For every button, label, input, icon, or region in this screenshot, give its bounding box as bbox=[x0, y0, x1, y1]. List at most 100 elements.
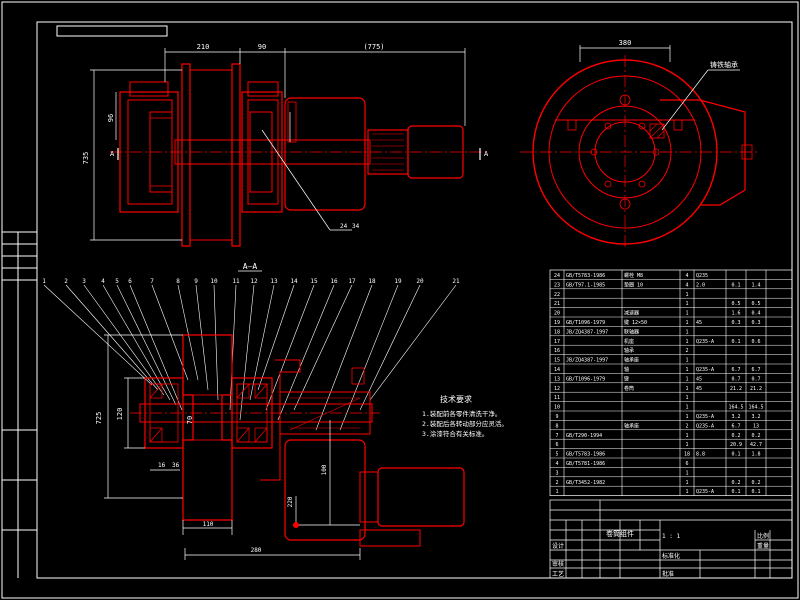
dim-sec-horiz-4: 280 bbox=[251, 547, 262, 554]
bom-cell-material: 45 bbox=[696, 376, 702, 382]
bom-cell-w1: 164.5 bbox=[728, 405, 743, 411]
bom-cell-code: GB/T5783-1986 bbox=[566, 273, 605, 279]
bom-cell-w1: 21.2 bbox=[730, 386, 742, 392]
dim-sec-vert-1: 725 bbox=[95, 412, 103, 425]
side-view-note: 铸铁轴承 bbox=[710, 60, 738, 69]
bom-cell-no: 5 bbox=[555, 452, 558, 458]
bom-cell-w2: 42.7 bbox=[750, 442, 762, 448]
balloon-6: 6 bbox=[128, 278, 132, 285]
bom-cell-qty: 1 bbox=[685, 470, 688, 476]
tb-label-weight: 重量 bbox=[757, 542, 769, 550]
bom-cell-w2: 6.7 bbox=[751, 367, 760, 373]
bom-cell-qty: 1 bbox=[685, 405, 688, 411]
bom-cell-no: 4 bbox=[555, 461, 558, 467]
bom-cell-no: 18 bbox=[554, 329, 560, 335]
bom-cell-no: 15 bbox=[554, 358, 560, 364]
bom-cell-w2: 21.2 bbox=[750, 386, 762, 392]
bom-cell-w2: 164.5 bbox=[748, 405, 763, 411]
bom-cell-qty: 2 bbox=[685, 348, 688, 354]
bom-cell-qty: 1 bbox=[685, 329, 688, 335]
bom-cell-w2: 0.4 bbox=[751, 311, 760, 317]
dim-sec-vert-3: 70 bbox=[186, 416, 194, 424]
balloon-19: 19 bbox=[394, 278, 402, 285]
bom-cell-qty: 1 bbox=[685, 414, 688, 420]
balloon-13: 13 bbox=[270, 278, 278, 285]
section-view bbox=[104, 334, 465, 560]
tb-scale-value: 1 : 1 bbox=[662, 533, 680, 540]
bom-cell-code: GB/T1096-1979 bbox=[566, 320, 605, 326]
bom-cell-w1: 6.7 bbox=[731, 367, 740, 373]
bom-cell-w1: 0.1 bbox=[731, 282, 740, 288]
bom-cell-no: 2 bbox=[555, 480, 558, 486]
bom-cell-qty: 1 bbox=[685, 311, 688, 317]
bom-cell-name: 减速器 bbox=[624, 310, 639, 317]
tech-req-item-3: 3.涂漆符合有关标准。 bbox=[422, 429, 488, 438]
bom-cell-name: 机座 bbox=[624, 338, 634, 345]
bom-cell-w2: 3.2 bbox=[751, 414, 760, 420]
balloon-21: 21 bbox=[452, 278, 460, 285]
bom-cell-material: 2.0 bbox=[696, 282, 705, 288]
bom-cell-w1: 0.1 bbox=[731, 489, 740, 495]
dim-top-1: 210 bbox=[197, 43, 210, 51]
bom-cell-w2: 0.5 bbox=[751, 301, 760, 307]
balloon-12: 12 bbox=[250, 278, 258, 285]
bom-cell-material: 8.8 bbox=[696, 452, 705, 458]
bom-cell-no: 11 bbox=[554, 395, 560, 401]
bom-cell-w1: 0.2 bbox=[731, 480, 740, 486]
bom-cell-no: 17 bbox=[554, 339, 560, 345]
bom-cell-qty: 2 bbox=[685, 423, 688, 429]
tb-label-review: 审核 bbox=[552, 560, 564, 568]
bom-cell-qty: 1 bbox=[685, 292, 688, 298]
bom-cell-no: 24 bbox=[554, 273, 560, 279]
bom-cell-w2: 13 bbox=[753, 423, 759, 429]
bom-cell-w2: 0.2 bbox=[751, 433, 760, 439]
bom-cell-material: 45 bbox=[696, 320, 702, 326]
bom-cell-material: Q235-A bbox=[696, 367, 714, 373]
bom-cell-name: 轴承 bbox=[624, 347, 634, 354]
bom-cell-code: GB/T5781-1986 bbox=[566, 461, 605, 467]
bom-cell-no: 10 bbox=[554, 405, 560, 411]
bom-cell-no: 14 bbox=[554, 367, 560, 373]
bom-cell-code: JB/ZQ4387-1997 bbox=[566, 329, 608, 335]
top-view bbox=[90, 48, 490, 247]
bom-cell-no: 3 bbox=[555, 470, 558, 476]
balloon-16: 16 bbox=[330, 278, 338, 285]
bom-cell-material: 45 bbox=[696, 386, 702, 392]
dim-top-vert-2: 96 bbox=[107, 114, 115, 122]
dim-side-width: 380 bbox=[619, 39, 632, 47]
dim-sec-horiz-1: 16 bbox=[158, 462, 166, 469]
bom-cell-qty: 1 bbox=[685, 386, 688, 392]
bom-cell-w1: 1.6 bbox=[731, 311, 740, 317]
tech-req-title: 技术要求 bbox=[440, 394, 472, 404]
dim-top-right-2: 34 bbox=[352, 223, 360, 230]
bom-cell-name: 卷筒 bbox=[624, 385, 634, 392]
dim-sec-horiz-3: 110 bbox=[203, 521, 214, 528]
dim-sec-horiz-2: 36 bbox=[172, 462, 180, 469]
dim-top-3: (775) bbox=[363, 43, 384, 51]
balloon-2: 2 bbox=[64, 278, 68, 285]
balloon-15: 15 bbox=[310, 278, 318, 285]
bom-cell-name: 联轴器 bbox=[624, 328, 639, 335]
bom-cell-material: Q235-A bbox=[696, 489, 714, 495]
bom-cell-w1: 0.5 bbox=[731, 301, 740, 307]
bom-cell-w2: 0.2 bbox=[751, 480, 760, 486]
bom-cell-qty: 1 bbox=[685, 480, 688, 486]
balloon-17: 17 bbox=[348, 278, 356, 285]
balloon-1: 1 bbox=[42, 278, 46, 285]
dim-sec-right-2: 220 bbox=[287, 496, 294, 507]
balloon-3: 3 bbox=[82, 278, 86, 285]
bom-cell-no: 12 bbox=[554, 386, 560, 392]
bom-cell-w2: 1.8 bbox=[751, 452, 760, 458]
bom-cell-qty: 1 bbox=[685, 489, 688, 495]
bom-cell-w2: 1.4 bbox=[751, 282, 760, 288]
bom-cell-qty: 1 bbox=[685, 358, 688, 364]
bom-cell-w1: 20.9 bbox=[730, 442, 742, 448]
bom-cell-qty: 1 bbox=[685, 376, 688, 382]
bom-cell-name: 轴承座 bbox=[624, 357, 639, 364]
tech-req-item-1: 1.装配前各零件清洗干净。 bbox=[422, 409, 501, 418]
bom-cell-w2: 0.6 bbox=[751, 339, 760, 345]
bom-cell-qty: 1 bbox=[685, 367, 688, 373]
bom-cell-no: 23 bbox=[554, 282, 560, 288]
dim-sec-vert-2: 120 bbox=[116, 408, 124, 421]
